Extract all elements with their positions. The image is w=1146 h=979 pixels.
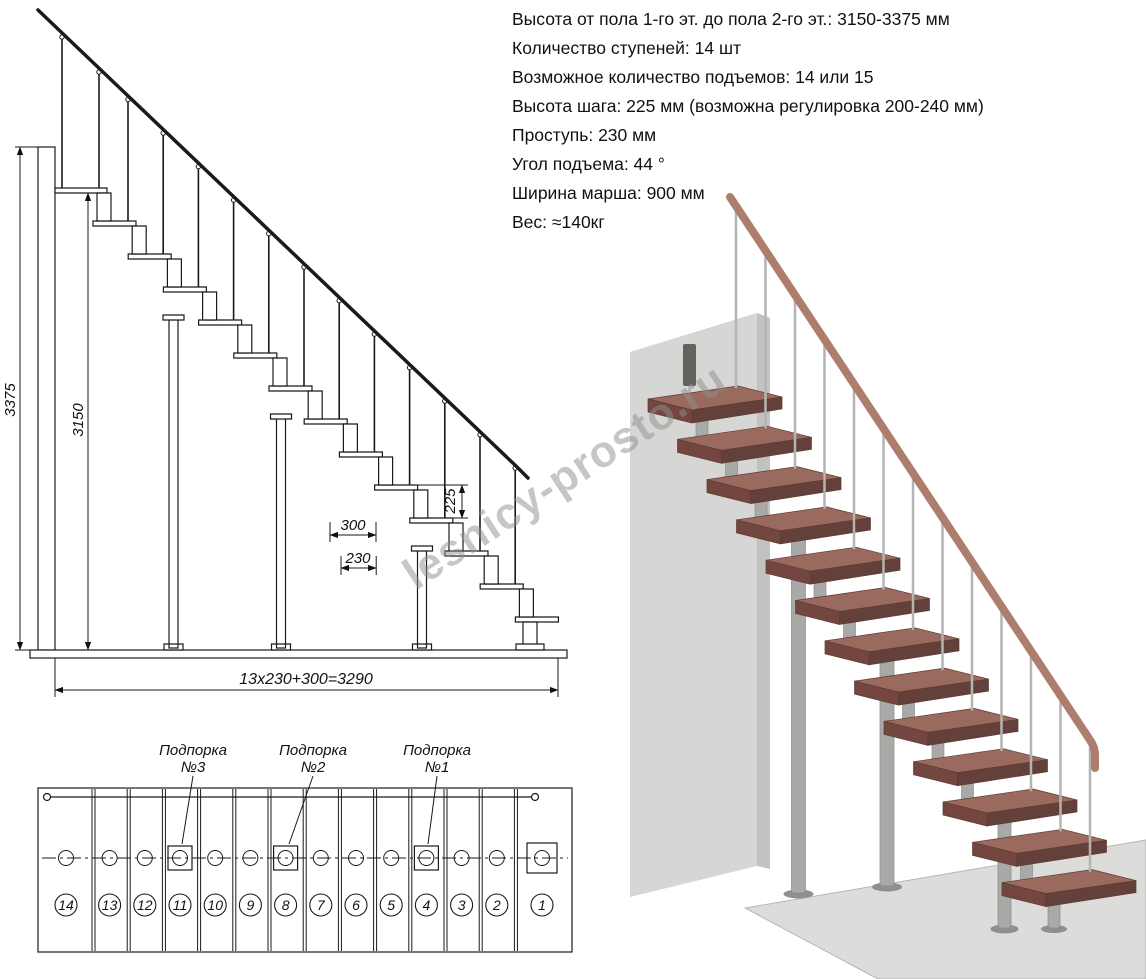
step-number: 3 [458, 897, 466, 913]
spec-line-height-range: Высота от пола 1-го эт. до пола 2-го эт.… [512, 9, 950, 29]
plan-step-number-circles [54, 893, 554, 917]
spec-text-block: Высота от пола 1-го эт. до пола 2-го эт.… [512, 5, 1137, 237]
step-number: 10 [207, 897, 223, 913]
plan-handrail-end [42, 792, 52, 802]
baluster-joints [59, 34, 518, 471]
step-number: 14 [58, 897, 74, 913]
support-label-1-line2: №1 [425, 759, 450, 776]
handrail [36, 8, 530, 480]
wall-mount-bracket [683, 344, 696, 386]
dim-riser: 225 [442, 488, 459, 515]
plan-step-dividers [91, 789, 518, 951]
step-number: 2 [492, 897, 501, 913]
step-number: 1 [538, 897, 546, 913]
dim-top-run: 300 [340, 517, 366, 534]
wall-column [37, 146, 56, 651]
render-3d-view [630, 193, 1146, 979]
spec-line-step-count: Количество ступеней: 14 шт [512, 38, 742, 58]
spec-line-tread-depth: Проступь: 230 мм [512, 125, 657, 145]
balusters [61, 32, 516, 584]
support-label-3-line2: №3 [181, 759, 206, 776]
step-number: 7 [317, 897, 326, 913]
support-columns [162, 314, 545, 651]
dim-total-run: 13x230+300=3290 [239, 671, 373, 688]
balusters-3d [734, 202, 1092, 872]
dim-clear-height: 3150 [70, 403, 87, 437]
dim-total-height: 3375 [2, 383, 19, 417]
plan-support-squares [167, 842, 558, 874]
spec-line-weight: Вес: ≈140кг [512, 212, 605, 232]
step-treads [54, 187, 559, 623]
plan-handrail-end [530, 792, 540, 802]
step-number: 8 [282, 897, 290, 913]
step-number: 5 [387, 897, 395, 913]
spec-line-step-height: Высота шага: 225 мм (возможна регулировк… [512, 96, 984, 116]
step-number: 6 [352, 897, 360, 913]
side-elevation-view: 3375 3150 225 300 230 13x230+300=3290 [2, 8, 568, 697]
support-label-1-line1: Подпорка [403, 742, 471, 759]
step-number: 11 [173, 897, 188, 913]
handrail-3d [726, 193, 1099, 772]
step-number: 12 [137, 897, 153, 913]
support-leader-lines [181, 775, 438, 845]
post-base-plates [783, 882, 1067, 934]
dim-tread: 230 [344, 550, 371, 567]
plan-outline [37, 787, 573, 953]
spec-line-rise-count: Возможное количество подъемов: 14 или 15 [512, 67, 874, 87]
plan-view: Подпорка №3 Подпорка №2 Подпорка №1 14 1… [37, 742, 573, 953]
support-label-2-line1: Подпорка [279, 742, 347, 759]
spec-line-angle: Угол подъема: 44 ° [512, 154, 665, 174]
dimensions [15, 146, 559, 697]
floor-line [29, 649, 568, 659]
support-label-2-line2: №2 [301, 759, 326, 776]
step-number: 9 [247, 897, 255, 913]
step-number: 4 [423, 897, 431, 913]
step-number: 13 [102, 897, 118, 913]
step-modules [96, 192, 538, 649]
plan-post-circles [58, 850, 550, 866]
spec-line-flight-width: Ширина марша: 900 мм [512, 183, 705, 203]
support-label-3-line1: Подпорка [159, 742, 227, 759]
